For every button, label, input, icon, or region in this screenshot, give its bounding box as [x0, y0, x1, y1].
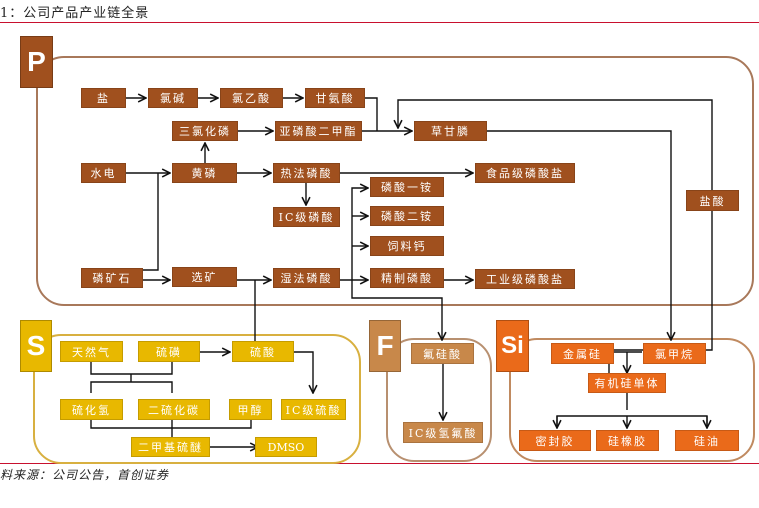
node-salt: 盐 [81, 88, 126, 108]
node-sulfuric-acid: 硫酸 [232, 341, 294, 362]
node-feed-calcium: 饲料钙 [370, 236, 444, 256]
node-hydropower: 水电 [81, 163, 126, 183]
node-wet-phosphoric-acid: 湿法磷酸 [273, 268, 340, 288]
edge-wet-fluosilicic [351, 280, 442, 340]
node-dap: 磷酸二铵 [370, 206, 444, 226]
node-phosphate-rock: 磷矿石 [81, 268, 143, 288]
node-dimethyl-phosphite: 亚磷酸二甲酯 [275, 121, 362, 141]
node-glyphosate: 草甘膦 [414, 121, 487, 141]
node-chloromethane: 氯甲烷 [643, 343, 706, 364]
node-ic-sulfuric-acid: IC级硫酸 [281, 399, 346, 420]
badge-sulfur: S [20, 320, 52, 372]
node-thermal-phosphoric-acid: 热法磷酸 [273, 163, 340, 183]
group-sulfur [33, 334, 361, 464]
node-chloroacetic-acid: 氯乙酸 [220, 88, 283, 108]
node-refined-phosphoric-acid: 精制磷酸 [370, 268, 444, 288]
figure-caption: 1：公司产品产业链全景 [0, 6, 150, 21]
bottom-rule [0, 463, 759, 464]
edge-monomer-products [556, 393, 708, 428]
node-yellow-phosphorus: 黄磷 [172, 163, 237, 183]
edge-metalsi-monomer [614, 351, 642, 373]
node-metal-silicon: 金属硅 [551, 343, 614, 364]
node-fluosilicic-acid: 氟硅酸 [411, 343, 474, 364]
node-cs2: 二硫化碳 [138, 399, 210, 420]
node-methanol: 甲醇 [229, 399, 272, 420]
top-rule [0, 22, 759, 23]
badge-silicon: Si [496, 320, 529, 372]
group-phosphorus [36, 56, 754, 306]
node-organosilicon-monomer: 有机硅单体 [588, 373, 666, 393]
node-natural-gas: 天然气 [60, 341, 123, 362]
edge-ng-sulfur-merge [90, 362, 173, 375]
node-beneficiation: 选矿 [172, 267, 237, 287]
node-food-phosphate: 食品级磷酸盐 [475, 163, 575, 183]
node-chlor-alkali: 氯碱 [148, 88, 198, 108]
edge-sulfuric-ic [294, 351, 313, 393]
node-dms: 二甲基硫醚 [131, 437, 210, 457]
source-note: 料来源：公司公告，首创证券 [0, 468, 170, 482]
node-sulfur: 硫磺 [138, 341, 200, 362]
badge-fluorine: F [369, 320, 401, 372]
node-dmso: DMSO [255, 437, 317, 457]
node-map: 磷酸一铵 [370, 177, 444, 197]
edge-rock-yellowp [143, 173, 159, 271]
edge-products-merge [90, 420, 252, 437]
edge-glycine-junction [365, 97, 378, 131]
node-silicone-rubber: 硅橡胶 [596, 430, 659, 451]
node-silicone-oil: 硅油 [675, 430, 739, 451]
node-industrial-phosphate: 工业级磷酸盐 [475, 269, 575, 289]
node-sealant: 密封胶 [519, 430, 591, 451]
node-pcl3: 三氯化磷 [172, 121, 238, 141]
edge-hcl-glyphosate [398, 99, 713, 192]
group-silicon [509, 338, 755, 462]
node-glycine: 甘氨酸 [305, 88, 365, 108]
node-hydrochloric-acid: 盐酸 [686, 190, 739, 211]
edge-merge-split [90, 374, 173, 393]
badge-phosphorus: P [20, 36, 53, 88]
node-ic-phosphoric-acid: IC级磷酸 [273, 207, 340, 227]
node-h2s: 硫化氢 [60, 399, 123, 420]
edge-wet-branch [351, 188, 368, 280]
node-ic-hydrofluoric-acid: IC级氢氟酸 [403, 422, 483, 443]
edge-glyphosate-chloromethane [487, 130, 671, 340]
